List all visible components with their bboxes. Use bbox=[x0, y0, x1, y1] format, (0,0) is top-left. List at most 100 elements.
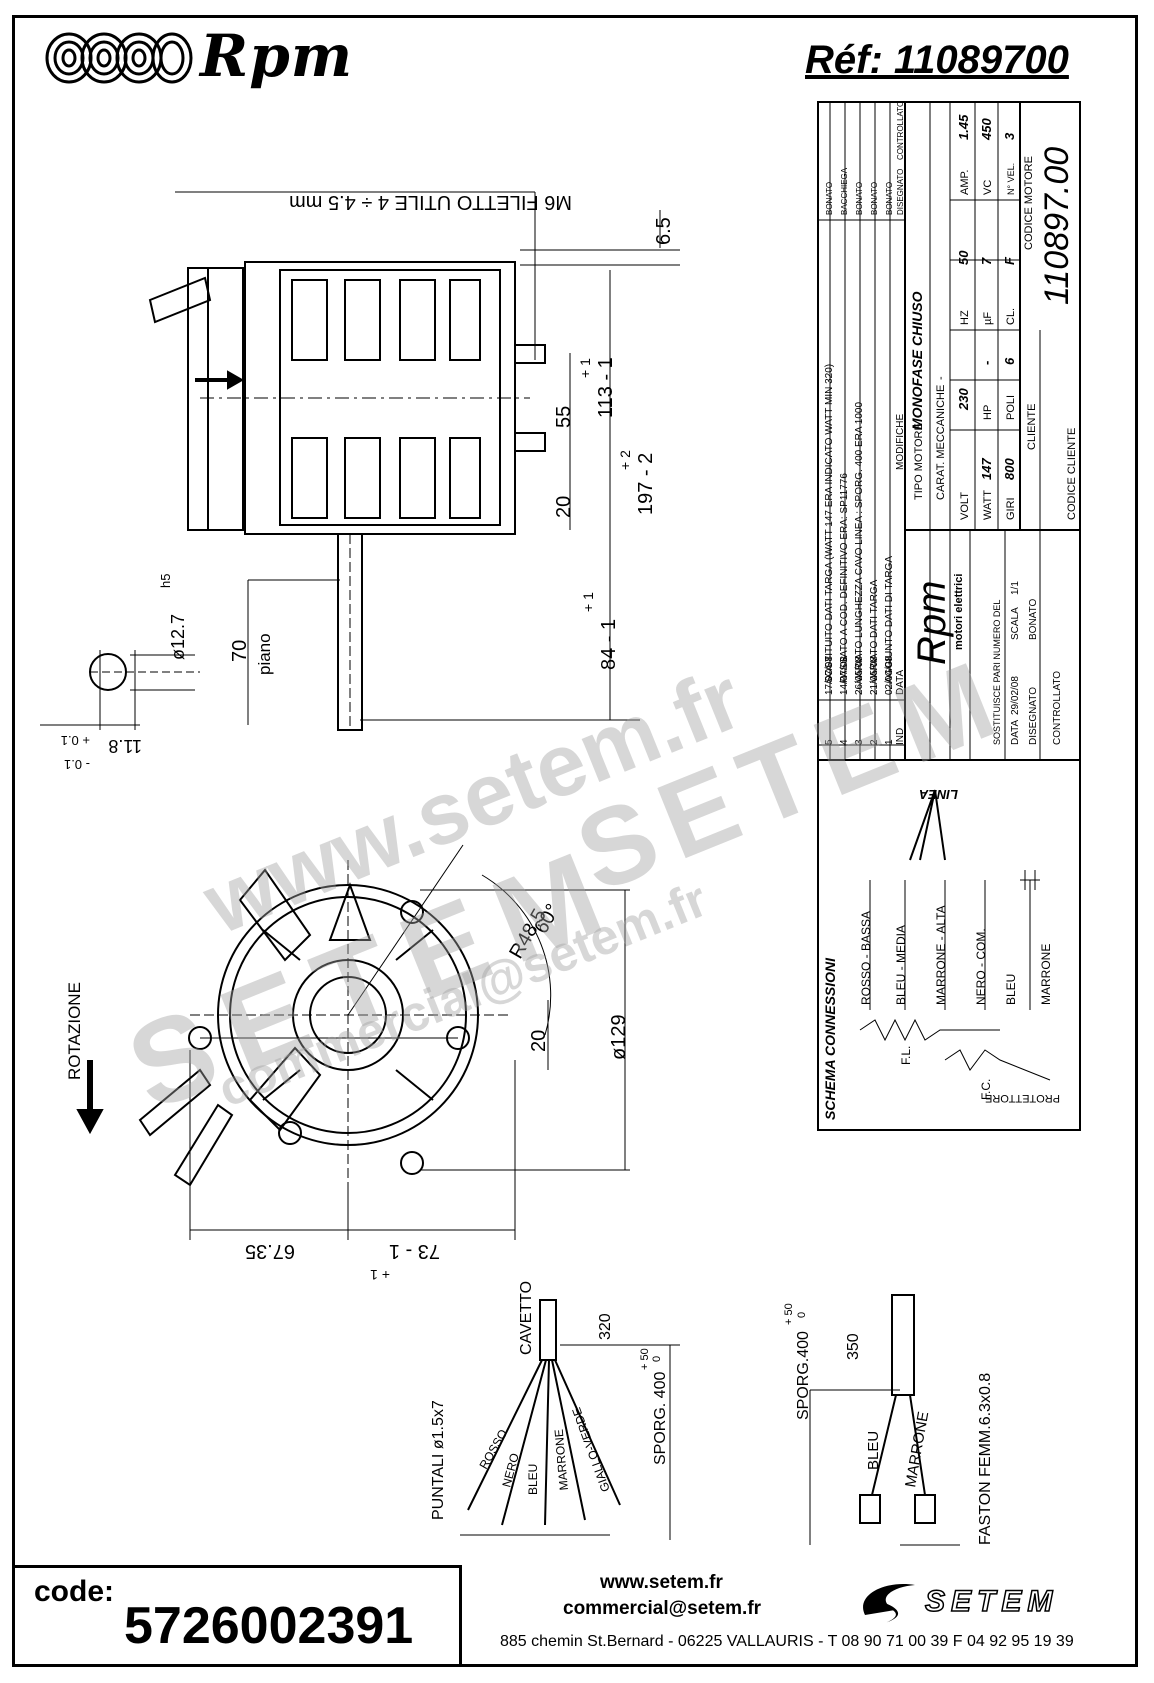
schema-protettore: PROTETTORE bbox=[985, 1092, 1060, 1104]
dim-55: 55 bbox=[553, 406, 575, 428]
schema-wire-bleu: BLEU bbox=[1004, 974, 1018, 1005]
sporg-right-tol-zero: 0 bbox=[796, 1312, 808, 1318]
vc-value: 450 bbox=[979, 118, 994, 141]
schema-wire-nero-com: NERO - COM. bbox=[974, 928, 988, 1005]
cliente-label: CLIENTE bbox=[1026, 404, 1038, 450]
codice-motore-label: CODICE MOTORE bbox=[1023, 156, 1035, 250]
sostituisce-label: SOSTITUISCE PARI NUMERO DEL bbox=[992, 600, 1002, 745]
rev4-ind: 4 bbox=[839, 739, 850, 745]
rev1-ind: 1 bbox=[884, 739, 895, 745]
dim-113-tol: + 1 bbox=[577, 358, 593, 378]
rev3-text: VARIATO LUNGHEZZA CAVO LINEA : SPORG. 40… bbox=[854, 402, 865, 683]
brand-name: Rpm bbox=[200, 22, 354, 90]
hp-label: HP bbox=[982, 405, 994, 420]
flat-tol-plus: + 0.1 bbox=[61, 733, 90, 748]
watt-label: WATT bbox=[982, 490, 994, 520]
rev5-ind: 5 bbox=[824, 739, 835, 745]
setem-logo-text: SETEM bbox=[925, 1585, 1058, 1618]
wire-label-nero: NERO bbox=[499, 1452, 521, 1489]
sporg-left-tol-zero: 0 bbox=[651, 1356, 663, 1362]
rev5-by: BONATO bbox=[825, 182, 834, 215]
thread-note: M6 FILETTO UTILE 4 ÷ 4.5 mm bbox=[289, 191, 572, 213]
codice-cliente-label: CODICE CLIENTE bbox=[1066, 428, 1078, 520]
flat-dim: 11.8 bbox=[108, 736, 142, 756]
nvel-value: 3 bbox=[1002, 132, 1017, 140]
data-value: 29/02/08 bbox=[1010, 676, 1021, 715]
rotation-label: ROTAZIONE bbox=[65, 982, 84, 1080]
shaft-fit: h5 bbox=[158, 574, 173, 588]
wire-label-marrone: MARRONE bbox=[552, 1429, 571, 1491]
dim-129: ø129 bbox=[608, 1014, 630, 1060]
schema-fl: F.L. bbox=[899, 1046, 913, 1065]
dim-70: 70 bbox=[229, 640, 251, 662]
cavetto-label: CAVETTO bbox=[518, 1281, 535, 1355]
dim-197: 197 - 2 bbox=[635, 453, 657, 515]
sporg-left: SPORG. 400 bbox=[652, 1372, 669, 1465]
faston-label: FASTON FEMM.6.3x0.8 bbox=[977, 1373, 994, 1545]
rev-header-by1: DISEGNATO bbox=[896, 169, 905, 215]
uf-value: 7 bbox=[979, 257, 994, 265]
dim-73-tol: + 1 bbox=[370, 1267, 390, 1283]
schema-title: SCHEMA CONNESSIONI bbox=[822, 957, 838, 1120]
footer-email[interactable]: commercial@setem.fr bbox=[563, 1598, 762, 1619]
volt-value: 230 bbox=[956, 388, 971, 411]
schema-wire-rosso: ROSSO - BASSA bbox=[859, 911, 873, 1005]
wire-label-bleu: BLEU bbox=[526, 1464, 540, 1495]
cl-value: F bbox=[1002, 256, 1017, 265]
scala-label: SCALA bbox=[1010, 607, 1021, 640]
rpm-coil-logo bbox=[45, 32, 193, 84]
code-value: 5726002391 bbox=[124, 1597, 414, 1655]
rev5-text: SOSTITUITO DATI TARGA (WATT 147 ERA INDI… bbox=[824, 364, 835, 683]
hz-value: 50 bbox=[956, 250, 971, 265]
title-block-logo: Rpm bbox=[910, 581, 954, 665]
rev1-date: 02/04/08 bbox=[884, 656, 895, 695]
footer-address: 885 chemin St.Bernard - 06225 VALLAURIS … bbox=[500, 1633, 1074, 1650]
data-label: DATA bbox=[1010, 719, 1021, 745]
cl-label: CL. bbox=[1005, 308, 1017, 325]
dim-67-35: 67.35 bbox=[245, 1240, 295, 1262]
giri-value: 800 bbox=[1002, 458, 1017, 480]
drawing-frame bbox=[12, 15, 1138, 1667]
uf-label: µF bbox=[982, 312, 994, 325]
schema-wire-bleu-media: BLEU - MEDIA bbox=[894, 925, 908, 1005]
disegnato-label: DISEGNATO bbox=[1028, 687, 1039, 745]
code-label: code: bbox=[34, 1575, 115, 1608]
nvel-label: N° VEL. bbox=[1006, 163, 1016, 195]
reference-number: Réf: 11089700 bbox=[805, 38, 1069, 82]
cable-sheath-left bbox=[539, 1299, 557, 1361]
dim-113: 113 - 1 bbox=[595, 357, 617, 418]
dim-197-tol: + 2 bbox=[617, 450, 633, 470]
rev3-by: BONATO bbox=[855, 182, 864, 215]
rev1-text: AGGIUNTO DATI DI TARGA bbox=[884, 556, 895, 683]
schema-wire-marrone: MARRONE bbox=[1039, 944, 1053, 1005]
dim-6-5: 6.5 bbox=[653, 217, 675, 245]
rev-header-text: MODIFICHE bbox=[895, 414, 906, 470]
schema-box bbox=[817, 759, 1081, 1131]
rev-header-by2: CONTROLLATO bbox=[896, 101, 905, 160]
wire-label-marrone-right: MARRONE bbox=[902, 1410, 932, 1488]
scala-value: 1/1 bbox=[1010, 581, 1021, 595]
sporg-left-tol-plus: + 50 bbox=[639, 1348, 651, 1370]
shaft-diameter: ø12.7 bbox=[168, 614, 188, 660]
setem-logo: SETEM bbox=[863, 1584, 1058, 1623]
rev4-by: BACCHIEGA bbox=[840, 167, 849, 215]
carat-value: - bbox=[935, 376, 947, 380]
rev3-ind: 3 bbox=[854, 739, 865, 745]
amp-value: 1.45 bbox=[956, 114, 971, 140]
cable-sheath-right bbox=[891, 1294, 915, 1396]
amp-label: AMP. bbox=[959, 170, 971, 195]
footer-website[interactable]: www.setem.fr bbox=[600, 1572, 723, 1593]
flat-tol-minus: - 0.1 bbox=[64, 757, 90, 772]
rev2-ind: 2 bbox=[869, 739, 880, 745]
tipo-motore-label: TIPO MOTORE bbox=[913, 423, 925, 500]
codice-motore-value: 110897.00 bbox=[1038, 147, 1076, 305]
rev2-date: 21/05/08 bbox=[869, 656, 880, 695]
wire-label-bleu-right: BLEU bbox=[865, 1431, 882, 1470]
dim-20: 20 bbox=[553, 496, 575, 518]
piano-label: piano bbox=[255, 633, 274, 675]
giri-label: GIRI bbox=[1005, 497, 1017, 520]
rev3-date: 26/05/08 bbox=[854, 656, 865, 695]
hz-label: HZ bbox=[959, 310, 971, 325]
rev-header-date: DATA bbox=[895, 669, 906, 695]
